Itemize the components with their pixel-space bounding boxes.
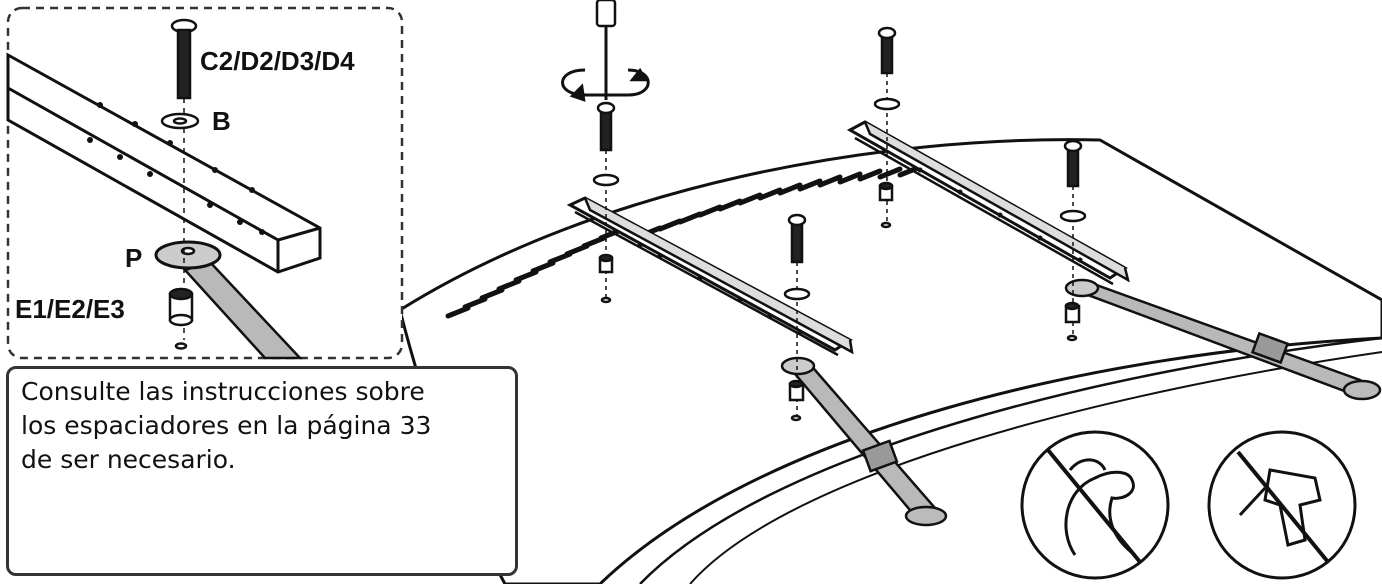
spacer-label: E1/E2/E3 — [15, 294, 125, 324]
detail-rail — [6, 52, 322, 274]
mounting-rail-right — [846, 120, 1130, 286]
note-line: los espaciadores en la página 33 — [21, 411, 432, 440]
no-power-drill-icon — [1207, 430, 1357, 580]
note-line: Consulte las instrucciones sobre — [21, 377, 425, 406]
screw-stacks — [592, 26, 1087, 422]
screwdriver-icon — [561, 0, 650, 102]
screw-label: C2/D2/D3/D4 — [200, 46, 355, 76]
detail-strap — [154, 240, 303, 360]
spacer-note-text: Consulte las instrucciones sobre los esp… — [21, 375, 501, 477]
washer-label: B — [212, 106, 231, 136]
note-line: de ser necesario. — [21, 445, 236, 474]
mounting-rail-left — [566, 196, 854, 357]
detail-screw-stack — [160, 18, 200, 350]
plate-label: P — [125, 243, 143, 273]
no-excessive-force-icon — [1020, 430, 1170, 580]
spacer-note-box: Consulte las instrucciones sobre los esp… — [6, 366, 518, 576]
strap-left — [780, 356, 948, 527]
strap-right — [1064, 278, 1382, 401]
vent-slots — [445, 164, 923, 319]
